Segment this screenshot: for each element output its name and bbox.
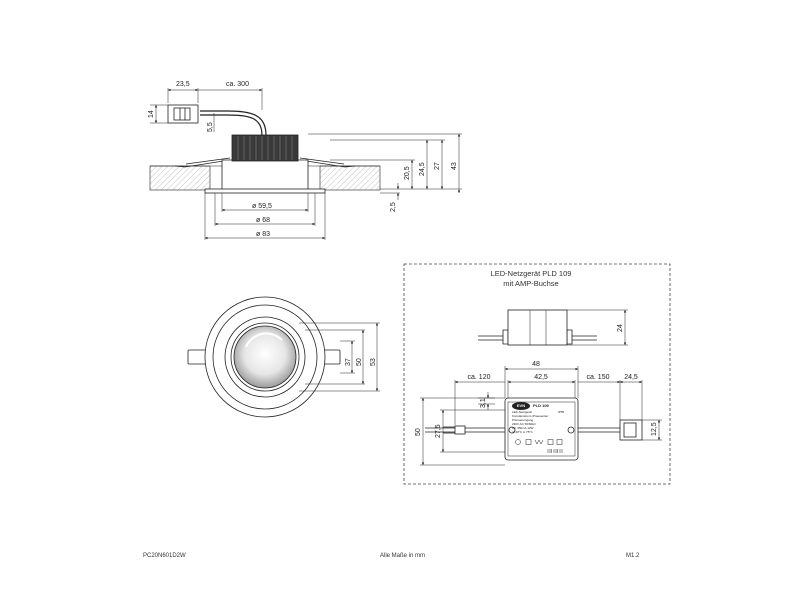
footer-page-ref: M1.2: [626, 553, 640, 559]
dim-driver-depth-inner: 27,5: [435, 424, 442, 438]
dim-height-43: 43: [451, 162, 458, 170]
label-ip: IP65: [558, 410, 565, 414]
input-cable-sleeve: [454, 425, 466, 435]
dim-driver-height: 24: [617, 324, 624, 332]
label-line-d: 230V AC 50/60Hz: [512, 422, 536, 426]
driver-side-view: [478, 309, 597, 346]
heatsink: [231, 134, 299, 162]
driver-dimensions: [420, 366, 662, 466]
ceiling-right: [319, 165, 381, 191]
dim-height-20: 20,5: [404, 166, 411, 180]
side-view-dimensions: [150, 88, 462, 240]
dim-diameter-inner: ø 59,5: [252, 203, 272, 210]
dim-plug-height: 14: [148, 110, 155, 118]
dim-53: 53: [370, 358, 377, 366]
footer-units-note: Alle Maße in mm: [380, 553, 426, 559]
luminaire-body: [221, 159, 309, 191]
dim-plug-length: 23,5: [176, 81, 190, 88]
dim-plug-out-height: 12,5: [651, 422, 658, 436]
dim-cable-out: ca. 150: [587, 374, 610, 381]
label-line-e: DC 350mA 12W: [512, 426, 534, 430]
dim-cable-in: ca. 120: [468, 374, 491, 381]
driver-title: LED-Netzgerät PLD 109: [491, 269, 572, 278]
dim-driver-depth-total: 50: [415, 428, 422, 436]
dim-plug-gap: 5,5: [207, 122, 214, 132]
dim-50: 50: [356, 358, 363, 366]
label-line-f: ta 40°C tc 75°C: [512, 430, 534, 434]
lens: [233, 325, 297, 389]
brand-text: EVN: [517, 403, 525, 408]
ceiling-left: [149, 165, 211, 191]
driver-frame: [403, 263, 671, 485]
dim-driver-width-total: 48: [532, 361, 540, 368]
dim-driver-width-inner: 42,5: [534, 374, 548, 381]
dim-37: 37: [345, 358, 352, 366]
certification-marks-icon: [515, 439, 563, 445]
dim-cable-length: ca. 300: [226, 81, 249, 88]
front-view-dimensions: [299, 322, 380, 392]
dim-flange: 2,5: [390, 202, 397, 212]
dim-diameter-outer: ø 83: [256, 231, 270, 238]
luminaire-flange: [204, 188, 326, 194]
dim-plug-out: 24,5: [624, 374, 638, 381]
barcode-icon: [547, 449, 563, 453]
driver-dimension-labels: 48 42,5 ca. 120 ca. 150 24,5 12,5 50 27,…: [415, 361, 658, 438]
label-line-c: Primaereingang: [512, 418, 534, 422]
dim-driver-offset: 3,1: [480, 398, 487, 408]
label-line-a: LED-Netzgerät: [512, 410, 532, 414]
driver-label: EVN PLD 109 LED-Netzgerät IP65 Konstants…: [512, 402, 565, 453]
label-line-b: Konstantstrom /Praesentier: [512, 414, 548, 418]
spring-tab-left: [187, 349, 207, 365]
dim-height-24: 24,5: [419, 162, 426, 176]
dim-diameter-mid: ø 68: [256, 217, 270, 224]
luminaire-front-view: [187, 296, 341, 418]
side-view-dimension-labels: 23,5 ca. 300 14 5,5 ø 59,5 ø 68 ø 83 20,…: [148, 81, 458, 238]
luminaire-side-view: [149, 104, 381, 194]
label-model: PLD 109: [533, 403, 550, 408]
driver-housing-side: [507, 309, 568, 346]
spring-clip-left: [174, 157, 231, 168]
front-view-dimension-labels: 37 50 53: [345, 358, 377, 366]
brand-logo: [512, 402, 530, 410]
dim-height-27: 27: [434, 162, 441, 170]
spring-clip-right: [299, 157, 356, 168]
cable: [200, 114, 263, 136]
driver-subtitle: mit AMP-Buchse: [503, 279, 558, 288]
footer-article-number: PC20N601D2W: [143, 553, 186, 559]
